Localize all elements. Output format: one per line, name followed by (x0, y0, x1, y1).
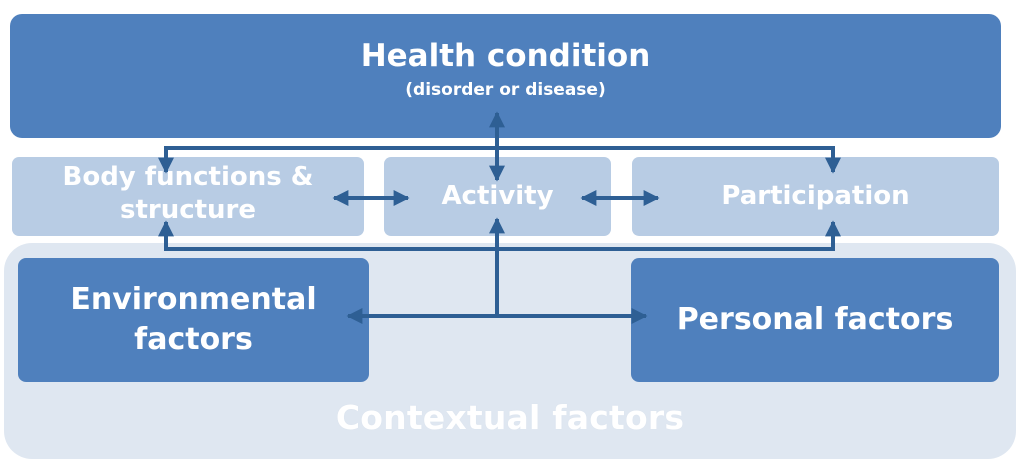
participation-box: Participation (632, 157, 999, 236)
environmental-factors-box: Environmental factors (18, 258, 369, 382)
body-functions-label-line2: structure (119, 195, 257, 225)
activity-label: Activity (441, 181, 554, 211)
activity-box: Activity (384, 157, 611, 236)
body-functions-label-line1: Body functions & (62, 162, 314, 192)
environmental-factors-label-line2: factors (134, 322, 253, 357)
personal-factors-box: Personal factors (631, 258, 999, 382)
body-functions-box: Body functions & structure (12, 157, 364, 236)
health-condition-box: Health condition (disorder or disease) (10, 14, 1001, 138)
participation-label: Participation (721, 181, 910, 211)
environmental-factors-label-line1: Environmental (70, 282, 317, 317)
health-condition-title: Health condition (360, 38, 651, 74)
health-condition-subtitle: (disorder or disease) (405, 80, 606, 100)
personal-factors-label: Personal factors (676, 302, 954, 337)
contextual-factors-label: Contextual factors (335, 398, 685, 437)
